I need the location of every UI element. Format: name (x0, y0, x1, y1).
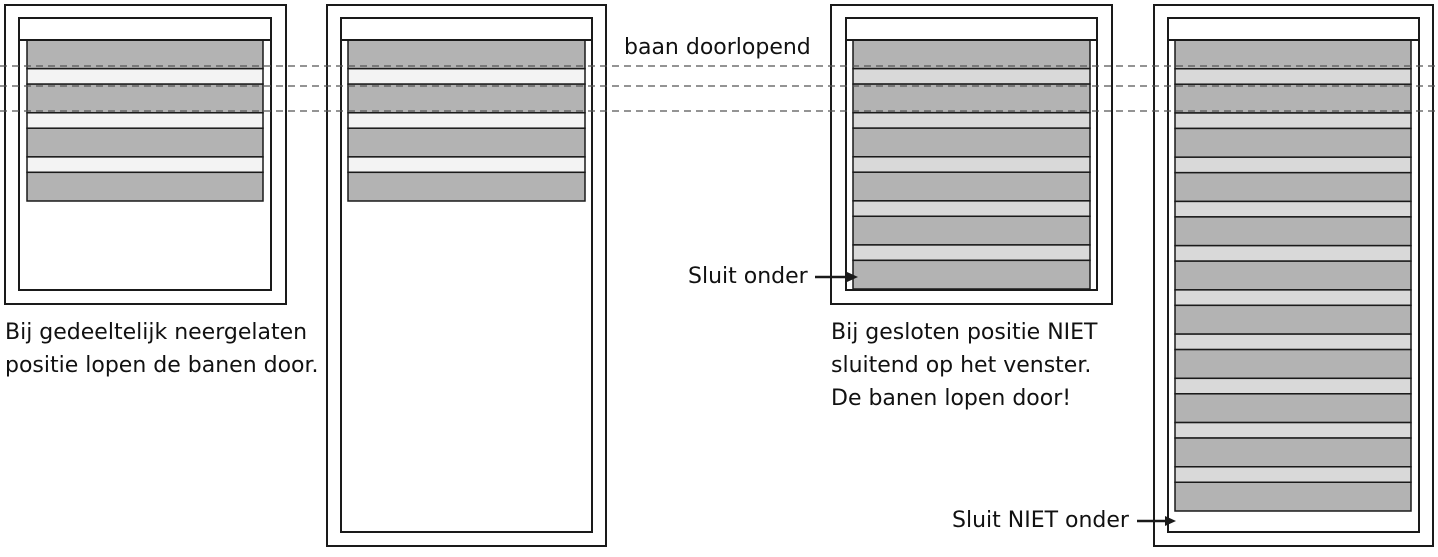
window-2-slat-2 (347, 67, 586, 85)
window-3-slat-7 (852, 171, 1091, 202)
window-1-slat-7 (26, 171, 264, 202)
window-4-roller-box (1167, 17, 1420, 41)
window-4-slat-11 (1174, 260, 1412, 291)
caption-right-line-1: Bij gesloten positie NIET (831, 320, 1098, 345)
caption-right-line-3: De banen lopen door! (831, 386, 1072, 411)
window-4-slat-4 (1174, 112, 1412, 130)
window-3-slat-5 (852, 127, 1091, 158)
window-1-roller-box (18, 17, 272, 41)
window-3-slat-6 (852, 156, 1091, 173)
arrow-sluit-niet-onder-head (1165, 516, 1176, 526)
window-4-slat-19 (1174, 437, 1412, 468)
window-4-slat-7 (1174, 171, 1412, 203)
window-4-slat-8 (1174, 200, 1412, 218)
window-4-slat-5 (1174, 127, 1412, 158)
window-4-slat-3 (1174, 83, 1412, 114)
caption-left-line-1: Bij gedeeltelijk neergelaten (5, 320, 308, 345)
window-1-slat-5 (26, 127, 264, 158)
window-2-slat-6 (347, 156, 586, 174)
window-1-slat-6 (26, 156, 264, 174)
window-4-slat-10 (1174, 244, 1412, 262)
window-3-slat-8 (852, 200, 1091, 218)
window-2-slat-3 (347, 83, 586, 114)
window-3-slat-3 (852, 83, 1091, 114)
window-4-slat-14 (1174, 333, 1412, 351)
window-3-slat-9 (852, 215, 1091, 246)
window-3-slat-10 (852, 244, 1091, 262)
window-3-slat-1 (852, 39, 1091, 70)
window-1-slat-4 (26, 112, 264, 129)
window-2-slat-4 (347, 112, 586, 129)
window-4-slat-12 (1174, 289, 1412, 307)
label-baan-doorlopend: baan doorlopend (624, 35, 811, 60)
window-2-roller-box (340, 17, 593, 41)
window-4-slat-18 (1174, 421, 1412, 439)
window-3-slat-2 (852, 67, 1091, 85)
label-sluit-niet-onder: Sluit NIET onder (952, 508, 1129, 533)
window-4-slat-1 (1174, 39, 1412, 70)
window-2-slat-7 (347, 171, 586, 202)
window-1-slat-2 (26, 67, 264, 85)
window-4-slat-9 (1174, 216, 1412, 247)
caption-right-line-2: sluitend op het venster. (831, 353, 1092, 378)
window-4-slat-2 (1174, 67, 1412, 85)
window-4-slat-13 (1174, 304, 1412, 335)
window-3-roller-box (845, 17, 1098, 41)
window-3-slat-4 (852, 111, 1091, 129)
window-1-slat-1 (26, 39, 264, 70)
window-4-slat-17 (1174, 393, 1412, 424)
caption-left-line-2: positie lopen de banen door. (5, 353, 319, 378)
window-2-slat-1 (347, 39, 586, 70)
window-4-slat-16 (1174, 377, 1412, 395)
window-2-slat-5 (347, 127, 586, 158)
window-4-slat-21 (1174, 481, 1412, 512)
window-3-slat-11 (852, 259, 1091, 290)
window-1-slat-3 (26, 83, 264, 114)
label-sluit-onder: Sluit onder (688, 264, 808, 289)
arrow-sluit-onder-head (847, 272, 858, 282)
window-4-slat-20 (1174, 466, 1412, 484)
window-4-slat-15 (1174, 348, 1412, 380)
window-4-slat-6 (1174, 156, 1412, 174)
